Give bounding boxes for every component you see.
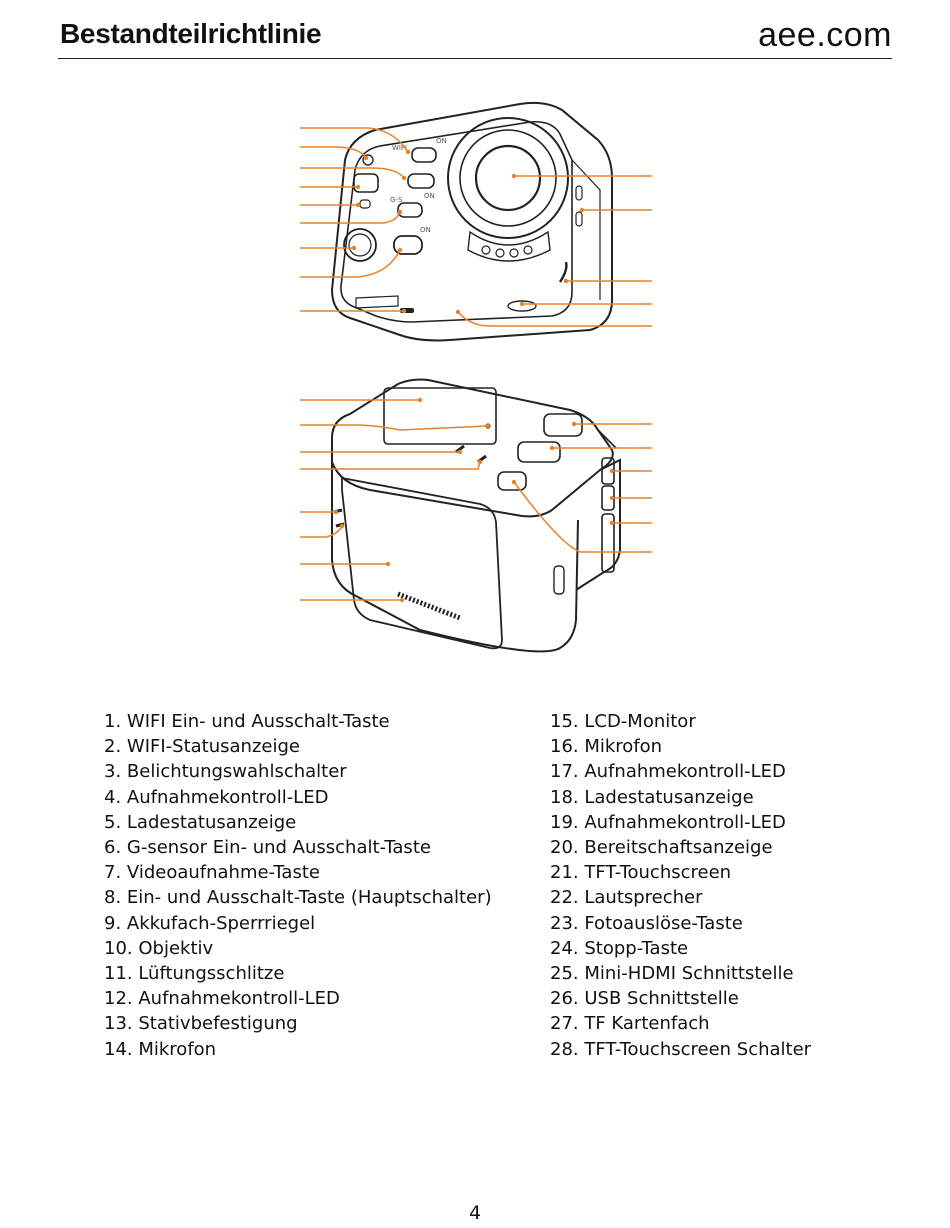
brand-logo-text: aee.com <box>758 16 892 54</box>
top-screen <box>383 387 497 445</box>
legend-item: 11. Lüftungsschlitze <box>104 963 285 985</box>
legend-item: 5. Ladestatusanzeige <box>104 811 297 833</box>
camera-diagram: WIFI ON G-S ON ON <box>300 101 652 653</box>
legend-item: 7. Videoaufnahme-Taste <box>104 862 320 884</box>
legend-item: 16. Mikrofon <box>550 736 663 758</box>
legend-right-column: 15. LCD-Monitor 16. Mikrofon 17. Aufnahm… <box>550 709 811 1062</box>
wifi-on-label: ON <box>436 137 447 145</box>
gsensor-switch-label: G-S <box>390 196 403 204</box>
legend-item: 21. TFT-Touchscreen <box>550 862 732 884</box>
legend-item: 22. Lautsprecher <box>550 887 703 909</box>
camera-front-view <box>330 101 613 342</box>
switch-labels: WIFI ON G-S ON ON <box>390 137 447 234</box>
legend-item: 24. Stopp-Taste <box>550 937 689 959</box>
legend-item: 27. TF Kartenfach <box>550 1013 710 1035</box>
camera-back-view <box>331 378 621 653</box>
page-header: Bestandteilrichtlinie aee.com <box>58 16 892 59</box>
legend-item: 17. Aufnahmekontroll-LED <box>550 761 786 783</box>
legend-item: 23. Fotoauslöse-Taste <box>550 912 743 934</box>
legend-left-column: 1. WIFI Ein- und Ausschalt-Taste 2. WIFI… <box>104 709 492 1062</box>
power-on-label: ON <box>420 226 431 234</box>
legend-item: 3. Belichtungswahlschalter <box>104 761 347 783</box>
legend-item: 18. Ladestatusanzeige <box>550 786 754 808</box>
legend-item: 10. Objektiv <box>104 937 214 959</box>
legend-item: 28. TFT-Touchscreen Schalter <box>550 1038 812 1060</box>
legend-item: 4. Aufnahmekontroll-LED <box>104 786 329 808</box>
legend-item: 8. Ein- und Ausschalt-Taste (Hauptschalt… <box>104 887 492 909</box>
legend-item: 2. WIFI-Statusanzeige <box>104 736 300 758</box>
legend-item: 12. Aufnahmekontroll-LED <box>104 988 340 1010</box>
legend-item: 26. USB Schnittstelle <box>550 988 739 1010</box>
page-title: Bestandteilrichtlinie <box>60 18 322 49</box>
legend-item: 13. Stativbefestigung <box>104 1013 298 1035</box>
legend-item: 19. Aufnahmekontroll-LED <box>550 811 786 833</box>
legend-item: 25. Mini-HDMI Schnittstelle <box>550 963 794 985</box>
legend-item: 20. Bereitschaftsanzeige <box>550 837 773 859</box>
page-number: 4 <box>468 1202 482 1224</box>
legend-item: 6. G-sensor Ein- und Ausschalt-Taste <box>104 837 431 859</box>
callout-lines <box>300 127 652 601</box>
wifi-switch-label: WIFI <box>392 144 407 152</box>
gsensor-on-label: ON <box>424 192 435 200</box>
callout-dots <box>333 149 615 603</box>
legend-item: 15. LCD-Monitor <box>550 711 696 732</box>
legend-item: 9. Akkufach-Sperrriegel <box>104 912 316 934</box>
legend-item: 1. WIFI Ein- und Ausschalt-Taste <box>104 711 390 732</box>
legend-item: 14. Mikrofon <box>104 1038 217 1060</box>
